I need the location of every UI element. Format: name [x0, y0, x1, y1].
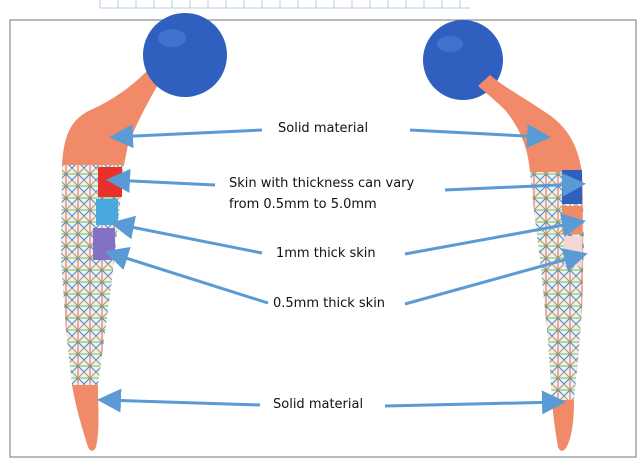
label-05mm-thick-skin: 0.5mm thick skin: [270, 296, 388, 311]
left-skin-1mm: [96, 199, 118, 225]
left-ball-head: [143, 13, 227, 97]
annotation-arrows: [103, 130, 582, 406]
left-tip-solid: [72, 385, 99, 451]
arrow-solid-top-left: [115, 130, 262, 137]
top-ruler: [100, 0, 470, 8]
arrow-skin-vary-left: [112, 180, 215, 185]
label-skin-vary-line2: from 0.5mm to 5.0mm: [226, 197, 380, 212]
right-neck-solid: [478, 75, 582, 172]
right-skin-05mm: [564, 236, 582, 266]
right-skin-1mm: [562, 206, 582, 234]
label-solid-material-top: Solid material: [275, 121, 371, 136]
left-neck-solid: [62, 70, 162, 165]
arrow-solid-bottom-left: [103, 400, 260, 405]
label-skin-vary-line1: Skin with thickness can vary: [226, 176, 417, 191]
arrow-solid-bottom-right: [385, 402, 560, 406]
right-skin-thick: [562, 170, 582, 204]
left-skin-05mm: [93, 228, 115, 260]
arrow-1mm-left: [116, 224, 262, 253]
left-implant: [61, 13, 227, 451]
right-tip-solid: [552, 400, 574, 451]
label-solid-material-bottom: Solid material: [270, 397, 366, 412]
left-lattice-stem: [61, 165, 124, 385]
arrow-05mm-left: [110, 253, 268, 303]
label-1mm-thick-skin: 1mm thick skin: [273, 246, 379, 261]
left-skin-thick: [98, 167, 122, 197]
